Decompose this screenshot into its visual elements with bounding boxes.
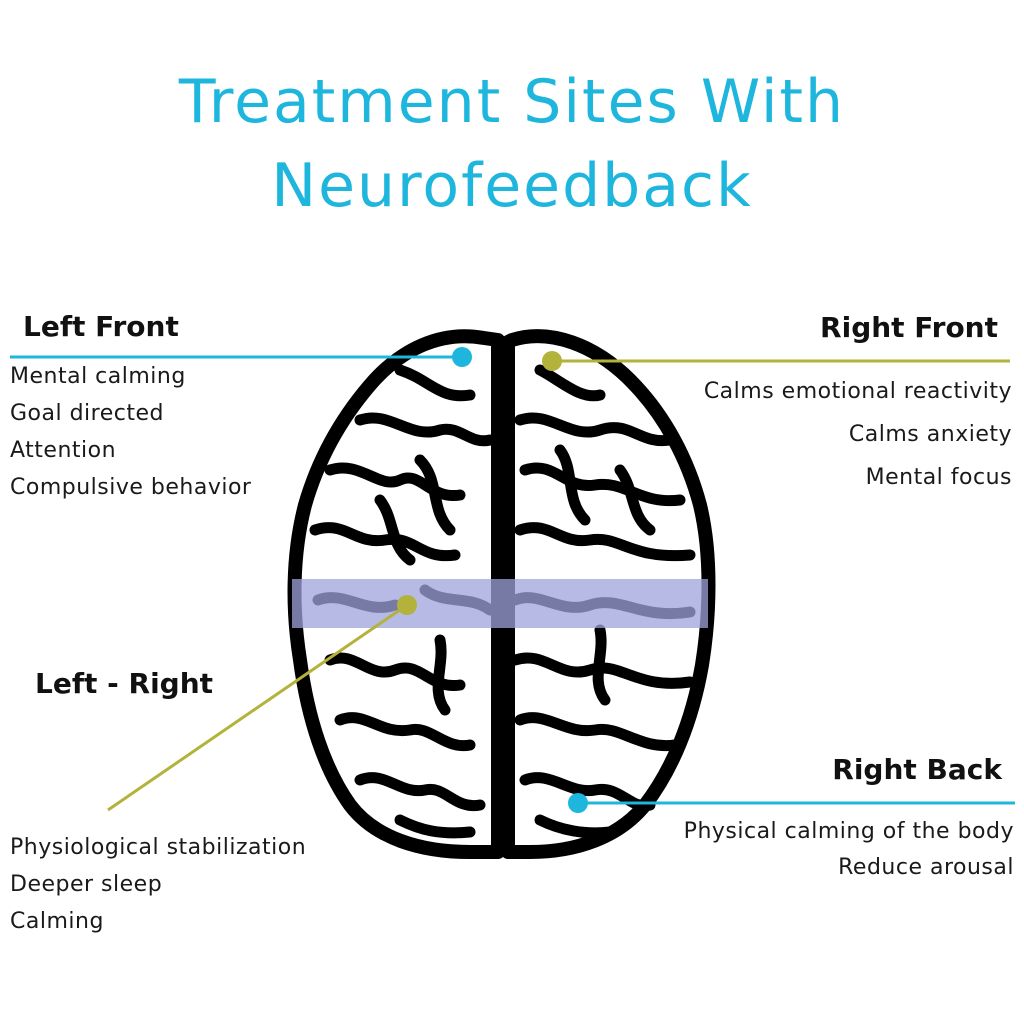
list-item: Calms anxiety [848, 422, 1012, 447]
list-item: Attention [10, 438, 117, 463]
left-front-list: Mental calming Goal directed Attention C… [10, 358, 251, 506]
left-right-heading: Left - Right [35, 667, 214, 700]
list-item: Physical calming of the body [683, 819, 1014, 844]
list-item: Calming [10, 909, 104, 934]
list-item: Mental calming [10, 364, 186, 389]
left-front-heading: Left Front [23, 310, 179, 343]
right-front-marker [542, 351, 562, 371]
midline-band [292, 579, 708, 628]
right-front-heading: Right Front [820, 311, 998, 344]
left-right-leader-line [107, 603, 408, 812]
list-item: Calms emotional reactivity [703, 379, 1012, 404]
list-item: Compulsive behavior [10, 475, 252, 500]
page-title: Treatment Sites With Neurofeedback [0, 60, 1024, 228]
brain-illustration [287, 329, 716, 859]
list-item: Reduce arousal [838, 855, 1014, 880]
right-front-list: Calms emotional reactivity Calms anxiety… [704, 370, 1012, 499]
left-right-marker [397, 595, 417, 615]
list-item: Goal directed [10, 401, 164, 426]
left-right-list: Physiological stabilization Deeper sleep… [10, 829, 306, 940]
list-item: Mental focus [865, 465, 1012, 490]
right-back-list: Physical calming of the body Reduce arou… [684, 814, 1014, 886]
list-item: Deeper sleep [10, 872, 163, 897]
right-back-marker [568, 793, 588, 813]
title-line-1: Treatment Sites With [178, 67, 846, 137]
right-back-heading: Right Back [832, 753, 1002, 786]
list-item: Physiological stabilization [10, 835, 307, 860]
title-line-2: Neurofeedback [271, 151, 753, 221]
left-front-marker [452, 347, 472, 367]
